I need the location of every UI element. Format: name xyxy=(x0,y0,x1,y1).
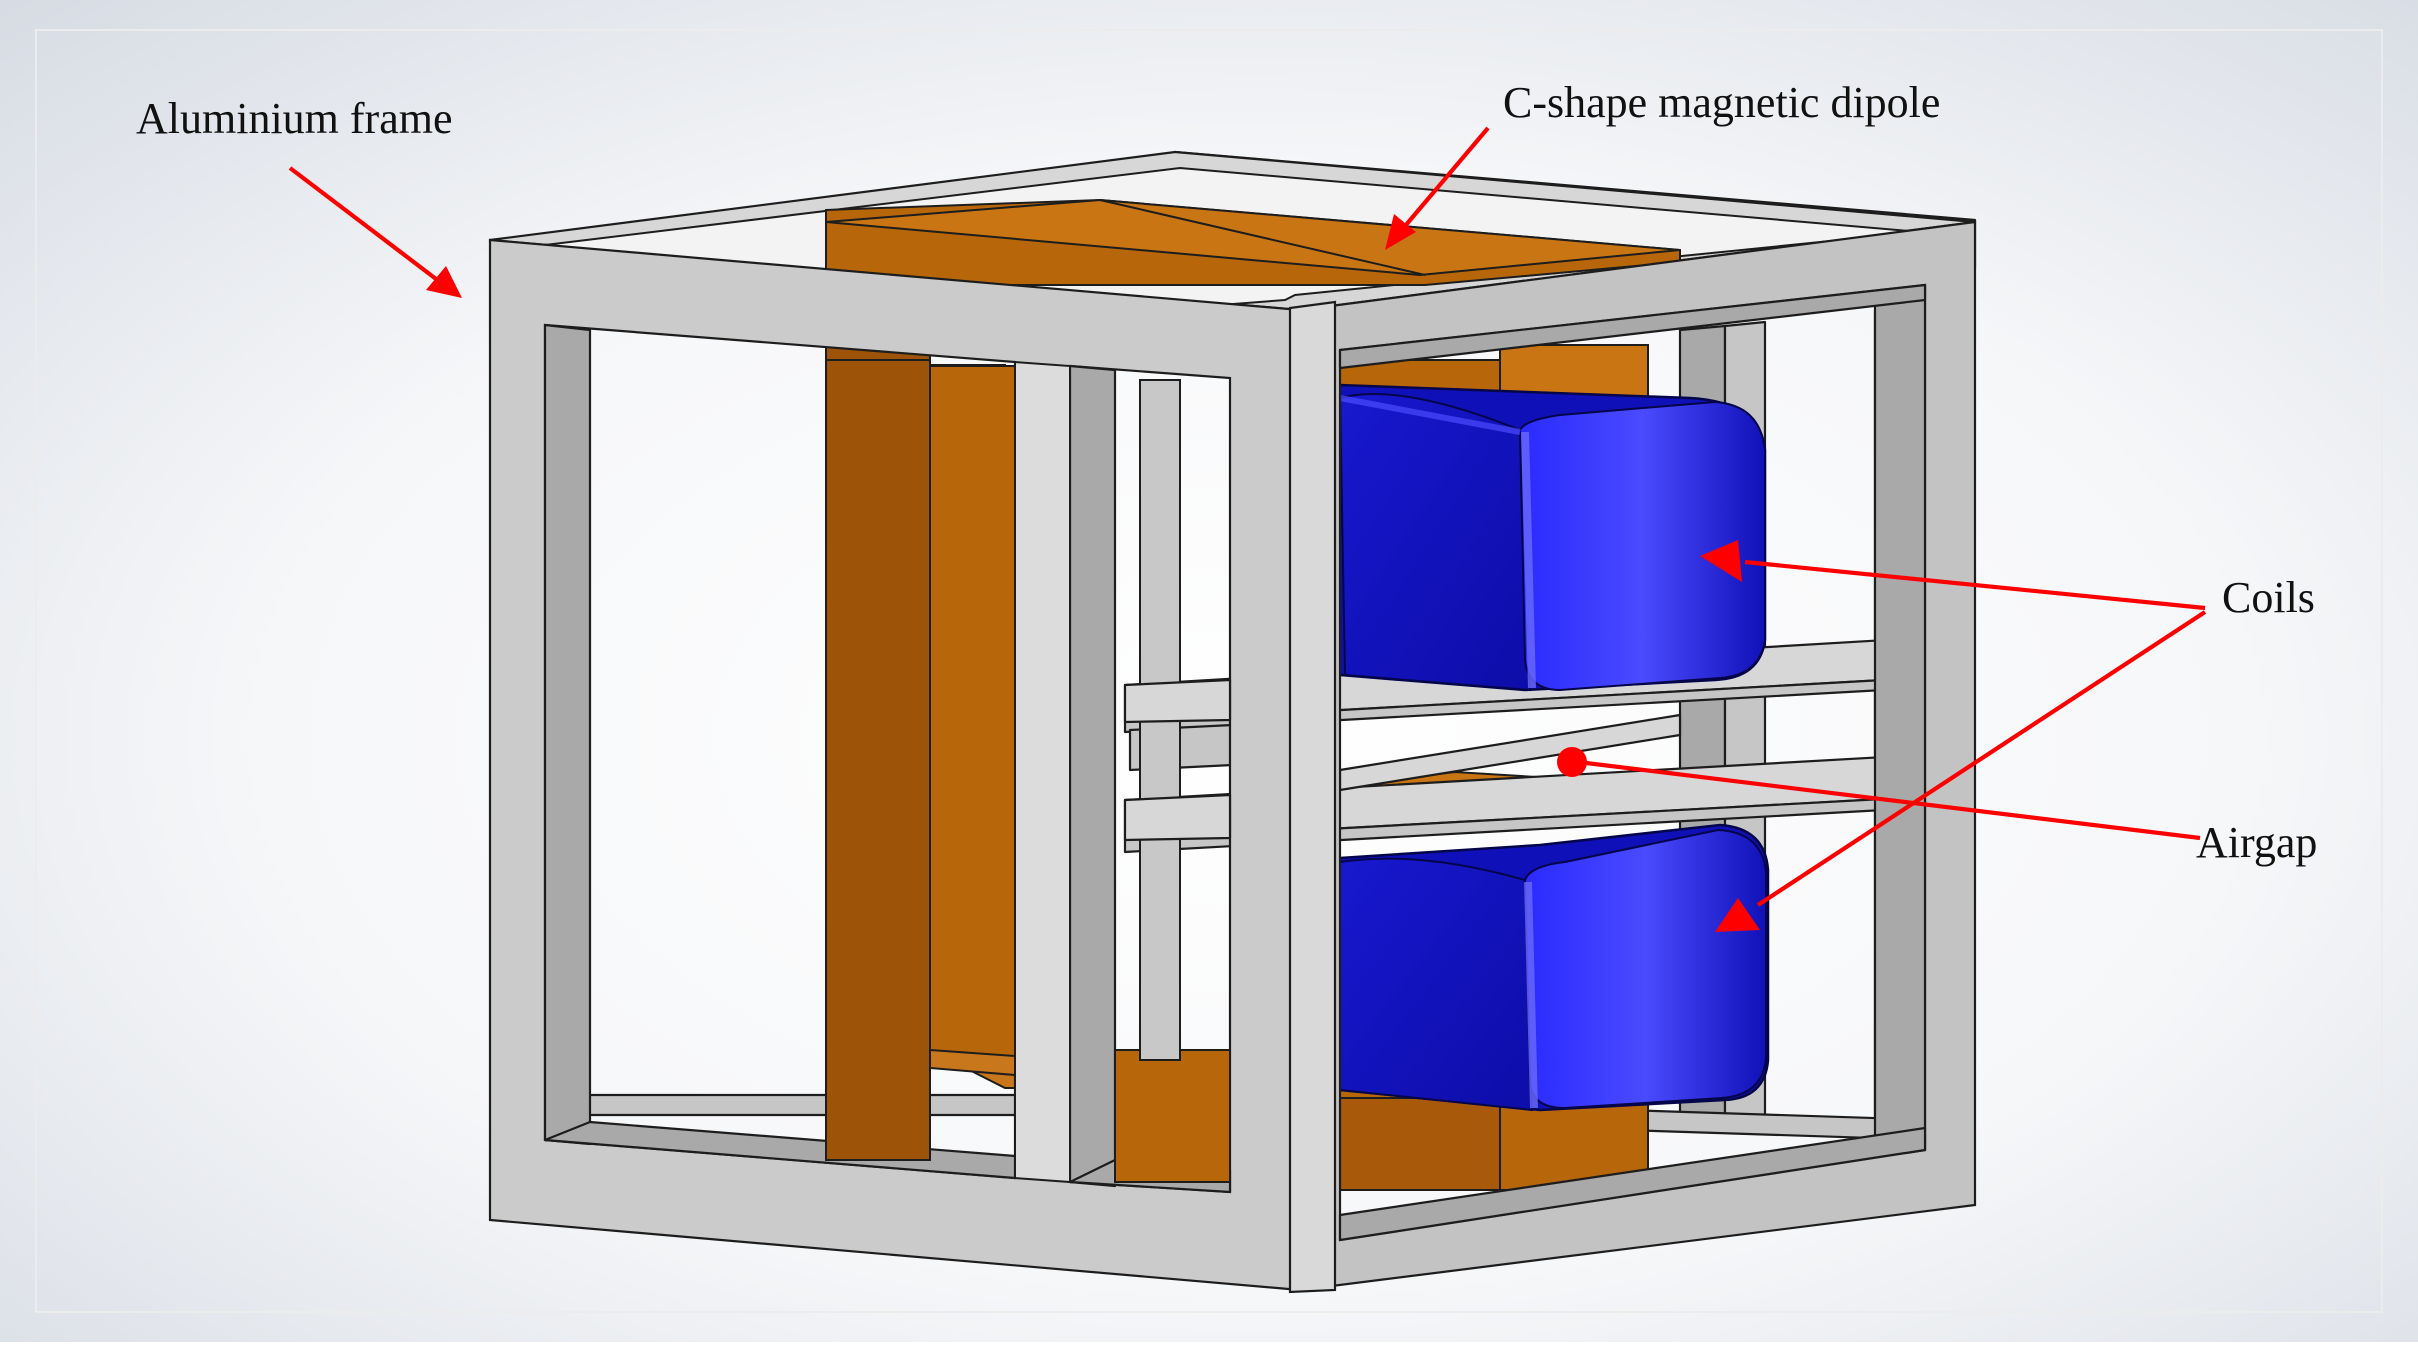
bottom-coil xyxy=(1338,823,1770,1112)
arrow-aluminium-frame xyxy=(288,166,462,298)
arrow-head-icon xyxy=(1700,540,1742,582)
label-c-shape-magnetic-dipole: C-shape magnetic dipole xyxy=(1503,78,1940,127)
arrows-coils xyxy=(1700,540,2207,932)
arrow-airgap xyxy=(1557,747,2201,841)
top-coil xyxy=(1328,383,1767,692)
arrow-head-icon xyxy=(1715,898,1760,932)
figure-border xyxy=(35,29,2383,1313)
label-airgap: Airgap xyxy=(2196,818,2317,867)
arrow-head-icon xyxy=(426,266,462,298)
aluminium-frame-front xyxy=(488,150,1977,1294)
label-aluminium-frame: Aluminium frame xyxy=(136,94,453,143)
red-dot-icon xyxy=(1557,747,1587,777)
arrow-c-shape-magnetic-dipole xyxy=(1385,126,1490,250)
label-coils: Coils xyxy=(2222,573,2315,622)
arrow-head-icon xyxy=(1385,214,1416,250)
